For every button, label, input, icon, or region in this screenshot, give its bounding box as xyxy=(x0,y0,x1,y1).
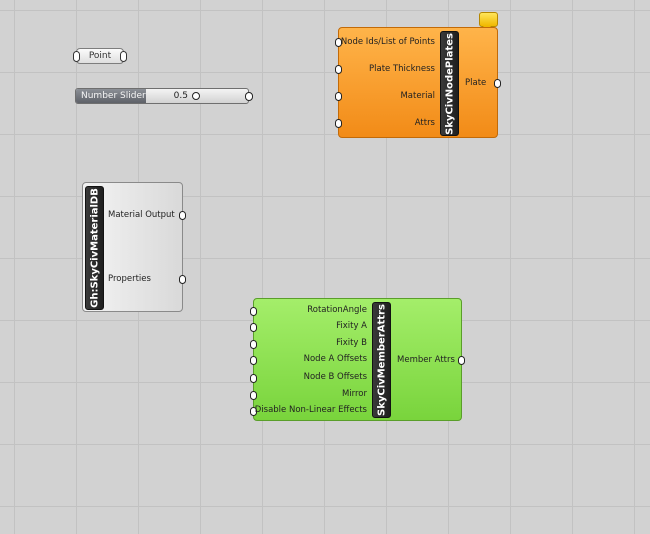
slider-output-grip[interactable] xyxy=(245,92,253,101)
component-title-bar: Gh:SkyCivMaterialDB xyxy=(85,186,104,310)
input-grip-node-b-offsets[interactable] xyxy=(250,374,257,383)
slider-value: 0.5 xyxy=(173,91,188,101)
skyciv-member-attrs-component[interactable]: RotationAngle Fixity A Fixity B Node A O… xyxy=(250,298,465,421)
output-label-properties: Properties xyxy=(108,274,151,284)
component-title-bar: SkyCivMemberAttrs xyxy=(372,302,391,418)
input-grip-node-ids[interactable] xyxy=(335,38,342,47)
input-label-mirror: Mirror xyxy=(341,389,367,399)
output-grip-plate[interactable] xyxy=(494,79,501,88)
input-label-attrs: Attrs xyxy=(414,118,435,128)
input-label-node-a-offsets: Node A Offsets xyxy=(303,354,367,364)
component-title: SkyCivMemberAttrs xyxy=(376,304,387,416)
input-grip-plate-thickness[interactable] xyxy=(335,65,342,74)
input-label-material: Material xyxy=(400,91,435,101)
output-grip-properties[interactable] xyxy=(179,275,186,284)
output-label-member-attrs: Member Attrs xyxy=(397,355,455,365)
output-grip[interactable] xyxy=(120,51,127,62)
slider-label: Number Slider xyxy=(76,89,146,103)
input-grip-fixity-a[interactable] xyxy=(250,323,257,332)
input-label-node-ids: Node Ids/List of Points xyxy=(340,37,435,47)
output-label-plate: Plate xyxy=(465,78,487,88)
warning-icon[interactable] xyxy=(479,12,498,31)
point-label: Point xyxy=(88,51,112,61)
input-label-fixity-b: Fixity B xyxy=(336,338,367,348)
slider-knob[interactable] xyxy=(192,92,200,100)
input-grip-disable-non-linear[interactable] xyxy=(250,407,257,416)
component-title: Gh:SkyCivMaterialDB xyxy=(89,188,100,308)
input-grip-material[interactable] xyxy=(335,92,342,101)
input-label-node-b-offsets: Node B Offsets xyxy=(303,372,367,382)
number-slider[interactable]: Number Slider 0.5 xyxy=(75,88,253,104)
input-grip-attrs[interactable] xyxy=(335,119,342,128)
component-title-bar: SkyCivNodePlates xyxy=(440,31,459,136)
input-grip[interactable] xyxy=(73,51,80,62)
input-grip-fixity-b[interactable] xyxy=(250,340,257,349)
output-grip-material[interactable] xyxy=(179,211,186,220)
input-grip-mirror[interactable] xyxy=(250,391,257,400)
output-grip-member-attrs[interactable] xyxy=(458,356,465,365)
skyciv-node-plates-component[interactable]: Node Ids/List of Points Plate Thickness … xyxy=(335,27,501,138)
skyciv-material-db-component[interactable]: Gh:SkyCivMaterialDB Material Output Prop… xyxy=(82,182,186,312)
input-label-fixity-a: Fixity A xyxy=(336,321,367,331)
input-label-plate-thickness: Plate Thickness xyxy=(369,64,435,74)
input-label-rotation-angle: RotationAngle xyxy=(307,305,367,315)
output-label-material: Material Output xyxy=(108,210,175,220)
input-grip-rotation-angle[interactable] xyxy=(250,307,257,316)
input-grip-node-a-offsets[interactable] xyxy=(250,356,257,365)
point-parameter[interactable]: Point xyxy=(73,48,127,64)
component-title: SkyCivNodePlates xyxy=(444,32,455,135)
input-label-disable-non-linear: Disable Non-Linear Effects xyxy=(254,405,367,415)
